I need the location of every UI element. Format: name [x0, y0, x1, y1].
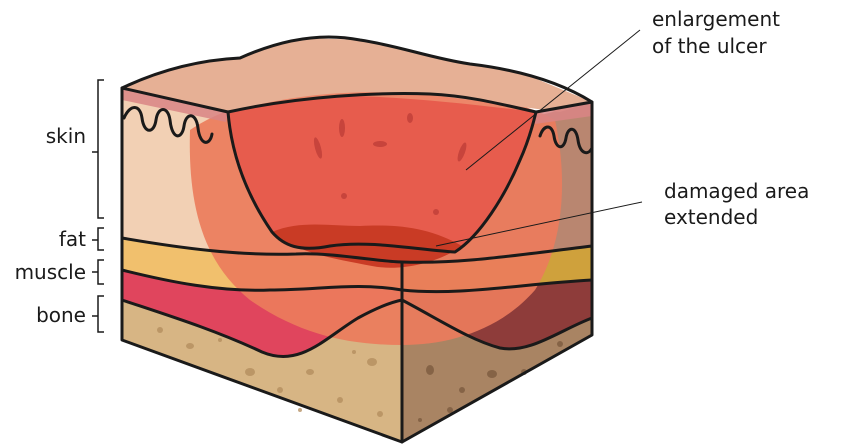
layer-brackets [92, 80, 104, 332]
speckle [341, 193, 347, 199]
speckle [433, 209, 439, 215]
damaged-label-line1: damaged area [664, 179, 809, 203]
skin-label: skin [46, 124, 86, 148]
speckle [373, 141, 387, 147]
fat-label: fat [59, 227, 86, 251]
ulcer-label-line1: enlargement [652, 7, 780, 31]
skin-bracket [92, 80, 104, 218]
ulcer-label-line2: of the ulcer [652, 34, 767, 58]
fat-bracket [92, 228, 104, 250]
muscle-bracket [92, 260, 104, 284]
speckle [339, 119, 345, 137]
bone-bracket [92, 296, 104, 332]
speckle [407, 113, 413, 123]
damaged-label-line2: extended [664, 205, 758, 229]
muscle-label: muscle [15, 260, 86, 284]
bone-label: bone [36, 303, 86, 327]
